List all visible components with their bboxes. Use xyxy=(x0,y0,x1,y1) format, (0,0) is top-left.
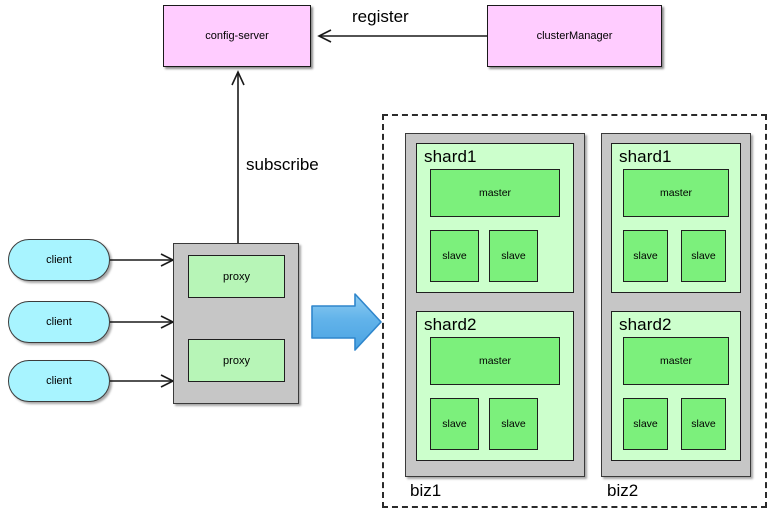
biz-label-2: biz2 xyxy=(607,481,639,500)
slave-label: slave xyxy=(691,250,716,262)
master-label: master xyxy=(478,355,512,367)
master-label: master xyxy=(478,187,512,199)
client-box-2[interactable]: client xyxy=(8,301,110,343)
client-label: client xyxy=(46,375,72,387)
slave-label: slave xyxy=(442,418,467,430)
slave-node-biz2-shard1-a[interactable]: slave xyxy=(623,230,668,282)
shard-title: shard1 xyxy=(619,147,672,166)
slave-label: slave xyxy=(501,250,526,262)
register-arrow xyxy=(317,29,487,43)
cluster-manager-box[interactable]: clusterManager xyxy=(487,5,662,67)
slave-node-biz1-shard2-a[interactable]: slave xyxy=(430,398,479,450)
proxy-box-1[interactable]: proxy xyxy=(188,255,285,298)
slave-node-biz1-shard2-b[interactable]: slave xyxy=(489,398,538,450)
master-label: master xyxy=(659,187,693,199)
slave-label: slave xyxy=(691,418,716,430)
slave-node-biz1-shard1-a[interactable]: slave xyxy=(430,230,479,282)
cluster-manager-label: clusterManager xyxy=(536,30,613,42)
slave-node-biz2-shard1-b[interactable]: slave xyxy=(681,230,726,282)
master-label: master xyxy=(659,355,693,367)
proxy-box-2[interactable]: proxy xyxy=(188,339,285,382)
master-node-biz1-shard1[interactable]: master xyxy=(430,169,560,217)
slave-label: slave xyxy=(633,418,658,430)
master-node-biz2-shard1[interactable]: master xyxy=(623,169,729,217)
client-label: client xyxy=(46,316,72,328)
client-box-3[interactable]: client xyxy=(8,360,110,402)
slave-node-biz2-shard2-a[interactable]: slave xyxy=(623,398,668,450)
proxy-label: proxy xyxy=(223,270,250,283)
client-arrow-2 xyxy=(110,315,175,329)
client-label: client xyxy=(46,254,72,266)
shard-title: shard2 xyxy=(424,315,477,334)
cluster-dashed-boundary xyxy=(382,114,767,508)
shard-title: shard1 xyxy=(424,147,477,166)
client-box-1[interactable]: client xyxy=(8,239,110,281)
master-node-biz2-shard2[interactable]: master xyxy=(623,337,729,385)
biz-label-1: biz1 xyxy=(410,481,442,500)
proxy-label: proxy xyxy=(223,354,250,367)
slave-node-biz2-shard2-b[interactable]: slave xyxy=(681,398,726,450)
client-arrow-3 xyxy=(110,374,175,388)
subscribe-edge-label: subscribe xyxy=(246,155,319,174)
slave-label: slave xyxy=(442,250,467,262)
config-server-label: config-server xyxy=(205,30,269,42)
client-arrow-1 xyxy=(110,253,175,267)
slave-label: slave xyxy=(501,418,526,430)
shard-title: shard2 xyxy=(619,315,672,334)
register-edge-label: register xyxy=(352,7,409,26)
config-server-box[interactable]: config-server xyxy=(163,5,311,67)
slave-node-biz1-shard1-b[interactable]: slave xyxy=(489,230,538,282)
subscribe-arrow xyxy=(231,70,245,243)
master-node-biz1-shard2[interactable]: master xyxy=(430,337,560,385)
blue-block-arrow xyxy=(311,293,382,351)
slave-label: slave xyxy=(633,250,658,262)
